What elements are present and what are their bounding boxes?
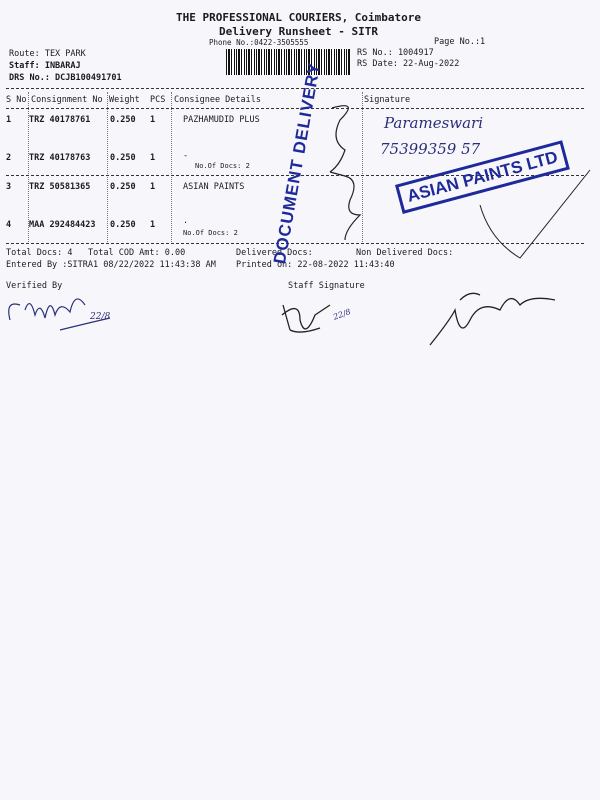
row-weight: 0.250 — [110, 182, 136, 192]
printed-on: Printed on: 22-08-2022 11:43:40 — [236, 260, 395, 270]
receiver-phone: 75399359 57 — [380, 140, 481, 158]
row-docs: No.Of Docs: 2 — [183, 229, 238, 237]
total-docs: Total Docs: 4 — [6, 248, 73, 258]
verified-date: 22/8 — [90, 312, 111, 322]
phone-number: Phone No.:0422-3505555 — [209, 38, 309, 47]
row-consignee: - — [183, 151, 189, 161]
delivered-docs: Delivered Docs: — [236, 248, 313, 258]
entered-by: Entered By :SITRA1 08/22/2022 11:43:38 A… — [6, 260, 216, 270]
row-weight: 0.250 — [110, 220, 136, 230]
col-weight: Weight — [109, 95, 140, 105]
rs-date: RS Date: 22-Aug-2022 — [357, 59, 460, 69]
page-number: Page No.:1 — [434, 37, 486, 47]
row-consignment: TRZ 50581365 — [29, 182, 91, 192]
row-pcs: 1 — [150, 182, 156, 192]
rs-number: RS No.: 1004917 — [357, 48, 434, 58]
staff-signature-icon — [281, 304, 331, 333]
col-signature: Signature — [364, 95, 411, 105]
company-name: THE PROFESSIONAL COURIERS, Coimbatore — [176, 11, 422, 24]
col-sno: S No — [6, 95, 27, 105]
divider — [6, 108, 584, 109]
total-cod: Total COD Amt: 0.00 — [88, 248, 186, 258]
signatures — [8, 105, 591, 346]
stamp-check-mark — [479, 169, 591, 259]
non-delivered-docs: Non Delivered Docs: — [356, 248, 454, 258]
row-sno: 3 — [6, 182, 12, 192]
staff-signature-label: Staff Signature — [288, 281, 365, 291]
row-pcs: 1 — [150, 115, 156, 125]
divider — [6, 175, 584, 176]
col-pcs: PCS — [150, 95, 166, 105]
row-sno: 1 — [6, 115, 12, 125]
row-pcs: 1 — [150, 220, 156, 230]
row-weight: 0.250 — [110, 153, 136, 163]
row-sno: 2 — [6, 153, 12, 163]
row-consignee: ASIAN PAINTS — [183, 182, 245, 192]
col-consignment: Consignment No — [31, 95, 103, 105]
row-consignment: TRZ 40178763 — [29, 153, 91, 163]
row-consignment: MAA 292484423 — [29, 220, 96, 230]
column-line — [28, 92, 29, 244]
row-docs: No.Of Docs: 2 — [195, 162, 250, 170]
bracket-mark — [329, 105, 362, 241]
row-pcs: 1 — [150, 153, 156, 163]
barcode — [226, 49, 350, 75]
row-sno: 4 — [6, 220, 12, 230]
verified-by-label: Verified By — [6, 281, 63, 291]
column-line — [362, 92, 363, 244]
row-consignment: TRZ 40178761 — [29, 115, 91, 125]
divider — [6, 243, 584, 244]
row-consignee: . — [183, 216, 189, 226]
column-line — [107, 92, 108, 244]
verifier-signature-icon — [8, 298, 111, 331]
row-consignee: PAZHAMUDID PLUS — [183, 115, 260, 125]
document-title: Delivery Runsheet - SITR — [219, 25, 378, 38]
receiver-name: Parameswari — [384, 114, 484, 132]
row-weight: 0.250 — [110, 115, 136, 125]
staff: Staff: INBARAJ — [9, 61, 81, 71]
divider — [6, 88, 584, 89]
receiver-signature-icon — [429, 292, 556, 346]
drs-number: DRS No.: DCJB100491701 — [9, 73, 122, 83]
column-line — [171, 92, 172, 244]
route: Route: TEX PARK — [9, 49, 86, 59]
col-consignee: Consignee Details — [174, 95, 261, 105]
